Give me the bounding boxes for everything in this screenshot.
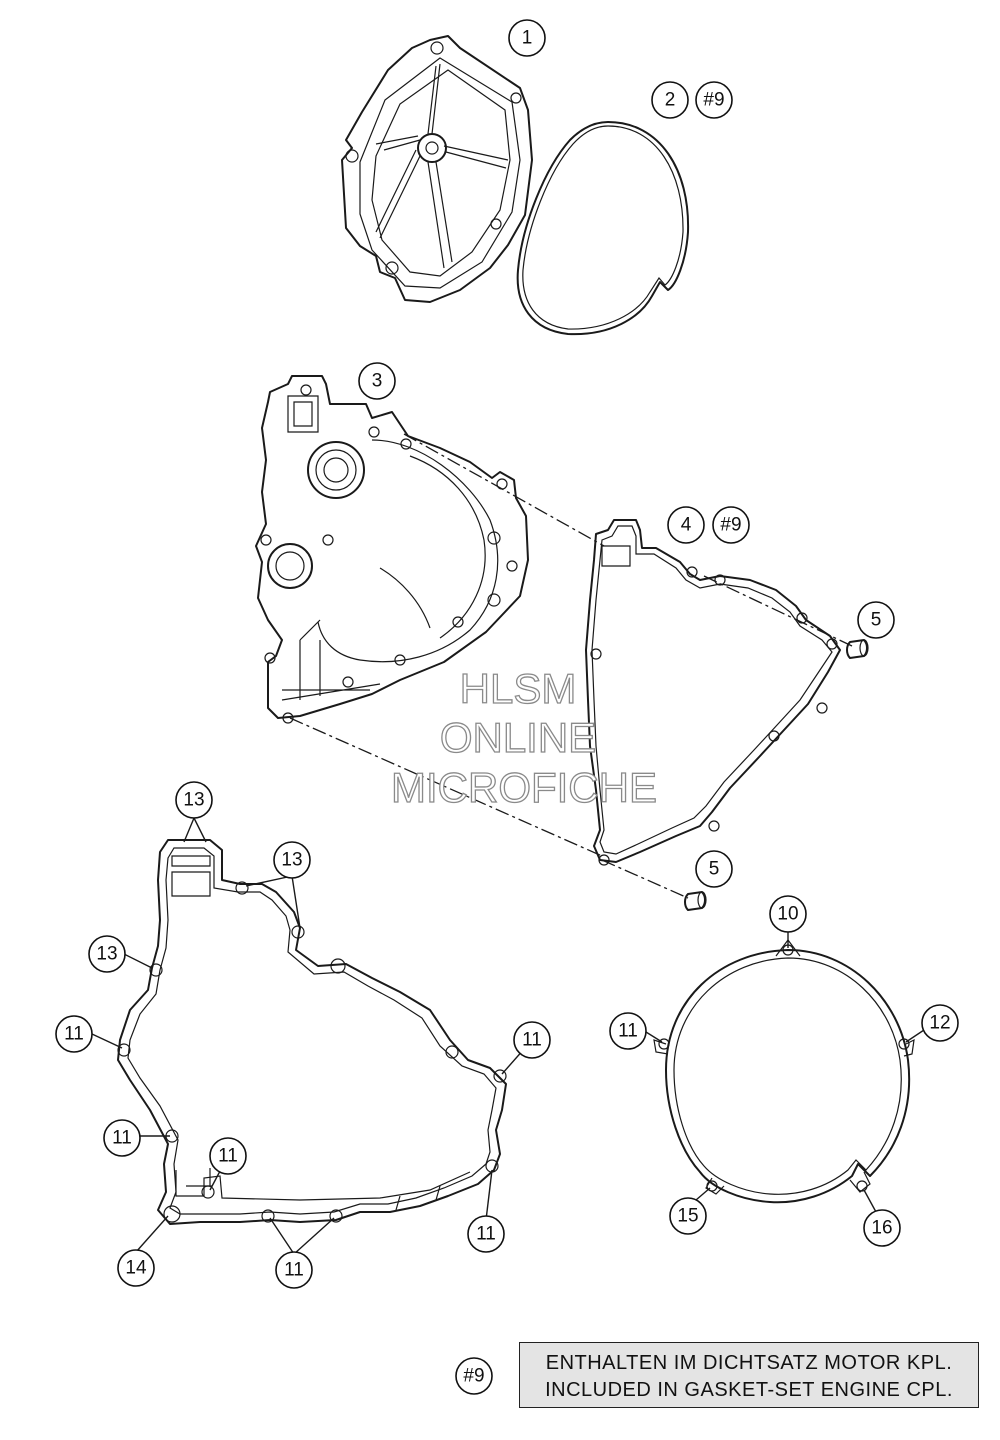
callout-11: 11 xyxy=(609,1012,647,1050)
large-gasket-drawing xyxy=(117,839,507,1225)
note-kit-9-callout: #9 xyxy=(455,1357,493,1395)
callout-11: 11 xyxy=(103,1119,141,1157)
clutch-cover-outer-drawing xyxy=(341,35,533,303)
watermark-line-3: MICROFICHE xyxy=(391,764,657,811)
svg-text:11: 11 xyxy=(618,1021,638,1042)
svg-text:14: 14 xyxy=(125,1258,147,1279)
callout-3: 3 xyxy=(358,362,396,400)
svg-text:#9: #9 xyxy=(703,90,724,111)
callout-13: 13 xyxy=(88,935,126,973)
svg-text:12: 12 xyxy=(929,1013,950,1034)
svg-text:#9: #9 xyxy=(720,515,741,536)
callout-14: 14 xyxy=(117,1249,155,1287)
callout-16: 16 xyxy=(863,1209,901,1247)
svg-text:13: 13 xyxy=(281,850,302,871)
callout-5: 5 xyxy=(695,850,733,888)
svg-text:5: 5 xyxy=(871,610,882,631)
svg-text:15: 15 xyxy=(677,1206,698,1227)
note-line-german: ENTHALTEN IM DICHTSATZ MOTOR KPL. xyxy=(545,1352,953,1374)
callout-11: 11 xyxy=(467,1215,505,1253)
watermark-line-1: HLSM xyxy=(460,665,577,712)
svg-text:11: 11 xyxy=(218,1146,238,1167)
svg-text:#9: #9 xyxy=(463,1366,484,1387)
inner-clutch-cover-drawing xyxy=(255,375,529,724)
round-gasket-drawing xyxy=(653,939,915,1204)
watermark-line-2: ONLINE xyxy=(440,714,596,761)
callout-11: 11 xyxy=(513,1021,551,1059)
svg-text:1: 1 xyxy=(522,28,533,49)
callout-2: 2 xyxy=(651,81,689,119)
callout-13: 13 xyxy=(273,841,311,879)
clutch-cover-o-ring-drawing xyxy=(516,121,690,336)
svg-text:3: 3 xyxy=(372,371,383,392)
callout-kit-9: #9 xyxy=(695,81,733,119)
svg-text:4: 4 xyxy=(681,515,692,536)
callout-1: 1 xyxy=(508,19,546,57)
callout-4: 4 xyxy=(667,506,705,544)
svg-text:5: 5 xyxy=(709,859,720,880)
callout-11: 11 xyxy=(55,1015,93,1053)
svg-text:16: 16 xyxy=(871,1218,892,1239)
svg-text:11: 11 xyxy=(112,1128,132,1149)
callout-12: 12 xyxy=(921,1004,959,1042)
dowel-pin-lower-drawing xyxy=(684,891,707,911)
callout-kit-9: #9 xyxy=(712,506,750,544)
dowel-pin-upper-drawing xyxy=(846,639,869,659)
leader-lines xyxy=(91,817,925,1255)
callout-13: 13 xyxy=(175,781,213,819)
watermark: HLSM ONLINE MICROFICHE xyxy=(390,664,657,811)
svg-text:11: 11 xyxy=(64,1024,84,1045)
svg-text:2: 2 xyxy=(665,90,676,111)
svg-text:11: 11 xyxy=(522,1030,542,1051)
svg-text:13: 13 xyxy=(183,790,204,811)
svg-text:10: 10 xyxy=(777,904,798,925)
callout-10: 10 xyxy=(769,895,807,933)
assembly-centerlines xyxy=(289,433,853,899)
callout-11: 11 xyxy=(275,1251,313,1289)
callout-5: 5 xyxy=(857,601,895,639)
callout-15: 15 xyxy=(669,1197,707,1235)
clutch-cover-gasket-drawing xyxy=(585,519,841,866)
svg-text:11: 11 xyxy=(476,1224,496,1245)
callout-11: 11 xyxy=(209,1137,247,1175)
svg-text:11: 11 xyxy=(284,1260,304,1281)
svg-text:13: 13 xyxy=(96,944,117,965)
note-line-english: INCLUDED IN GASKET-SET ENGINE CPL. xyxy=(545,1379,953,1401)
gasket-set-note: ENTHALTEN IM DICHTSATZ MOTOR KPL. INCLUD… xyxy=(519,1342,979,1408)
